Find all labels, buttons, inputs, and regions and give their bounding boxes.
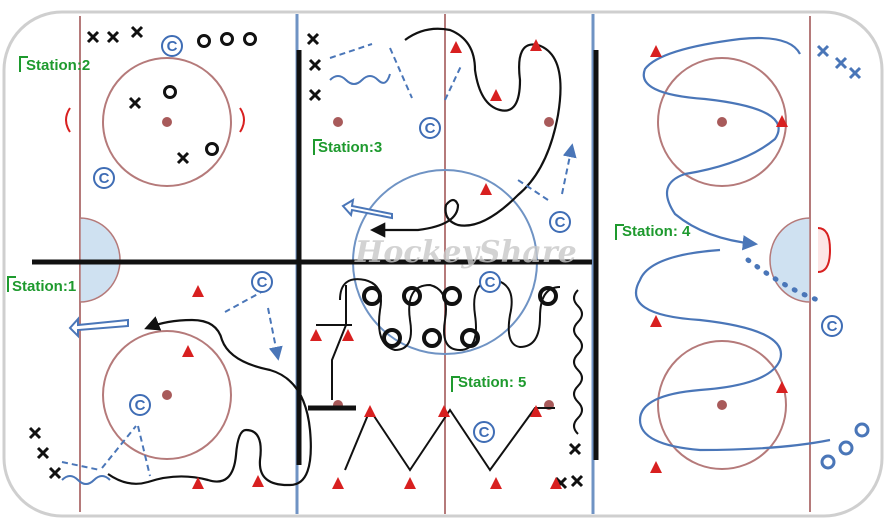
cone-marker [530,405,542,417]
cones [182,39,788,489]
station-5-wavy-right [573,289,583,435]
station-label-1: Station:1 [7,276,76,295]
cone-marker [364,405,376,417]
station-4-weave-path [642,36,801,251]
cone-marker [776,115,788,127]
faceoff-dot-top-center-right [544,117,554,127]
cone-marker [480,183,492,195]
station-3-wavy-route [329,73,391,85]
station-5-entry-path [331,285,347,400]
watermark: HockeyShare [354,235,577,270]
station-1-players [28,426,62,480]
cone-marker [404,477,416,489]
coach-icon: C [473,421,495,443]
station-1-wavy-route [61,475,111,485]
faceoff-circle-bottom-right [657,340,787,470]
station-label-2: Station:2 [19,56,90,74]
station-label-4: Station: 4 [615,223,691,240]
cone-marker [650,461,662,473]
faceoff-dot-top-center-left [333,117,343,127]
station-3-skate-path [369,27,562,238]
faceoff-circle-bottom-left [102,330,232,460]
cone-marker [450,41,462,53]
coach-letter: C [257,274,268,291]
cone-marker [438,405,450,417]
coach-icon: C [821,315,843,337]
cone-marker [530,39,542,51]
coach-icon: C [419,117,441,139]
crease-right [769,217,811,303]
coach-icon: C [93,167,115,189]
coach-letter: C [425,120,436,137]
coaches: C C C C C C C C C [93,35,843,443]
station-4-text: Station: 4 [622,223,691,240]
cone-marker [776,381,788,393]
cone-marker [182,345,194,357]
coach-icon: C [161,35,183,57]
cone-marker [310,329,322,341]
station-1-text: Station:1 [12,278,76,295]
station-3-players [306,32,322,102]
cone-marker [342,329,354,341]
coach-letter: C [485,274,496,291]
station-2-text: Station:2 [26,57,90,74]
station-3-text: Station:3 [318,139,382,156]
coach-icon: C [549,211,571,233]
coach-icon: C [251,271,273,293]
cone-marker [490,477,502,489]
station-4-weave-path-lower [634,248,831,452]
station-5-tire-weave [339,278,561,352]
coach-letter: C [479,424,490,441]
cone-marker [550,477,562,489]
coach-letter: C [99,170,110,187]
station-1-pass-arrow [68,316,129,339]
coach-letter: C [555,214,566,231]
station-3-pass-arrow [341,198,393,220]
cone-marker [252,475,264,487]
station-4-dotted-path [745,257,821,303]
faceoff-circle-top-left [102,57,232,187]
station-4-players [816,44,870,470]
station-1-pass-route [61,289,278,477]
coach-letter: C [167,38,178,55]
station-2-players [86,25,257,165]
net-right [817,227,832,273]
coach-icon: C [129,394,151,416]
station-1-skate-path [107,316,312,487]
cone-marker [192,477,204,489]
coach-letter: C [135,397,146,414]
station-dividers [32,50,599,465]
hash-left-top [65,107,245,133]
station-label-3: Station:3 [313,139,382,156]
coach-letter: C [827,318,838,335]
cone-marker [650,45,662,57]
station-3-pass-route [329,43,572,201]
coach-icon: C [479,271,501,293]
station-5-text: Station: 5 [458,374,526,391]
cone-marker [192,285,204,297]
faceoff-circle-top-right [657,57,787,187]
cone-marker [490,89,502,101]
station-label-5: Station: 5 [451,374,526,392]
cone-marker [332,477,344,489]
cone-marker [650,315,662,327]
